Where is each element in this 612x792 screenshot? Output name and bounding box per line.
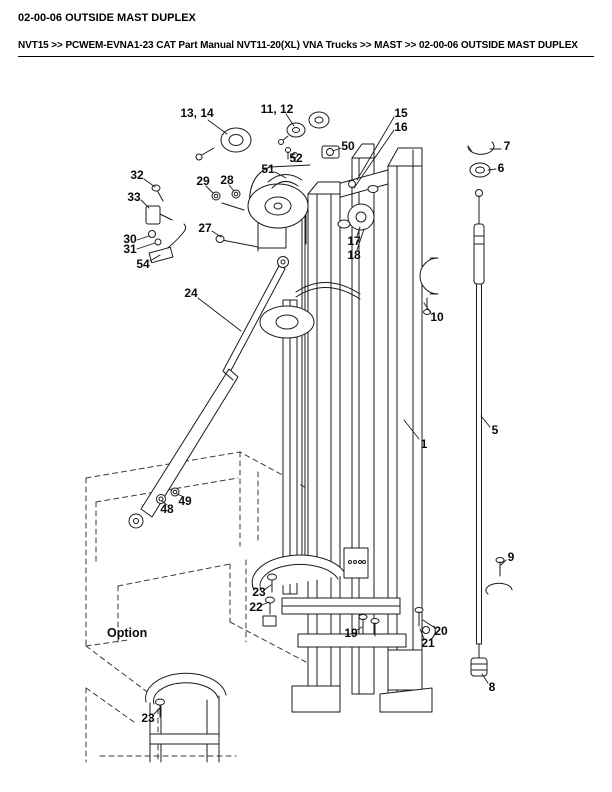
part-callout: 23 xyxy=(252,585,266,599)
part-callout: 18 xyxy=(347,248,361,262)
part-callout: 31 xyxy=(123,242,137,256)
option-label: Option xyxy=(107,626,148,640)
mast-structure-drawing xyxy=(248,143,433,713)
part-callout: 13, 14 xyxy=(180,106,214,120)
bottom-hardware-drawing xyxy=(262,573,436,641)
part-callout: 17 xyxy=(347,234,361,248)
option-mast-drawing xyxy=(145,672,227,763)
mast-rollers-drawing xyxy=(247,183,375,339)
part-callout: 10 xyxy=(430,310,444,324)
page-title: 02-00-06 OUTSIDE MAST DUPLEX xyxy=(18,12,196,24)
part-callout: 7 xyxy=(503,139,511,153)
part-callout: 6 xyxy=(497,161,505,175)
part-callout: 32 xyxy=(130,168,144,182)
part-callout: 22 xyxy=(249,600,263,614)
hook-clamp-drawing xyxy=(419,257,439,315)
part-callout: 28 xyxy=(220,173,234,187)
part-callout: 23 xyxy=(141,711,155,725)
part-callout: 19 xyxy=(344,626,358,640)
part-callout: 9 xyxy=(507,550,515,564)
part-callout: 16 xyxy=(394,120,408,134)
part-callout: 54 xyxy=(136,257,150,271)
lift-rod-drawing xyxy=(467,141,513,677)
part-callout: 1 xyxy=(420,437,428,451)
part-callout: 29 xyxy=(196,174,210,188)
part-callout: 51 xyxy=(261,162,275,176)
header-divider xyxy=(18,56,594,57)
part-callout: 11, 12 xyxy=(260,102,294,116)
part-callout: 8 xyxy=(488,680,496,694)
top-hardware-drawing xyxy=(195,111,379,197)
part-callout: 30 xyxy=(123,232,137,246)
part-callout: 24 xyxy=(184,286,198,300)
part-callout: 52 xyxy=(289,151,303,165)
part-callout: 49 xyxy=(178,494,192,508)
part-callout: 15 xyxy=(394,106,408,120)
part-callout: 50 xyxy=(341,139,355,153)
left-hardware-drawing xyxy=(145,184,259,264)
part-callout: 5 xyxy=(491,423,499,437)
part-callout: 48 xyxy=(160,502,174,516)
part-callout: 20 xyxy=(434,624,448,638)
part-callout: 21 xyxy=(421,636,435,650)
tilt-cylinder-drawing xyxy=(128,256,289,529)
part-callout: 33 xyxy=(127,190,141,204)
callout-leader-lines xyxy=(136,113,507,715)
breadcrumb: NVT15 >> PCWEM-EVNA1-23 CAT Part Manual … xyxy=(18,40,578,51)
part-callout: 27 xyxy=(198,221,212,235)
